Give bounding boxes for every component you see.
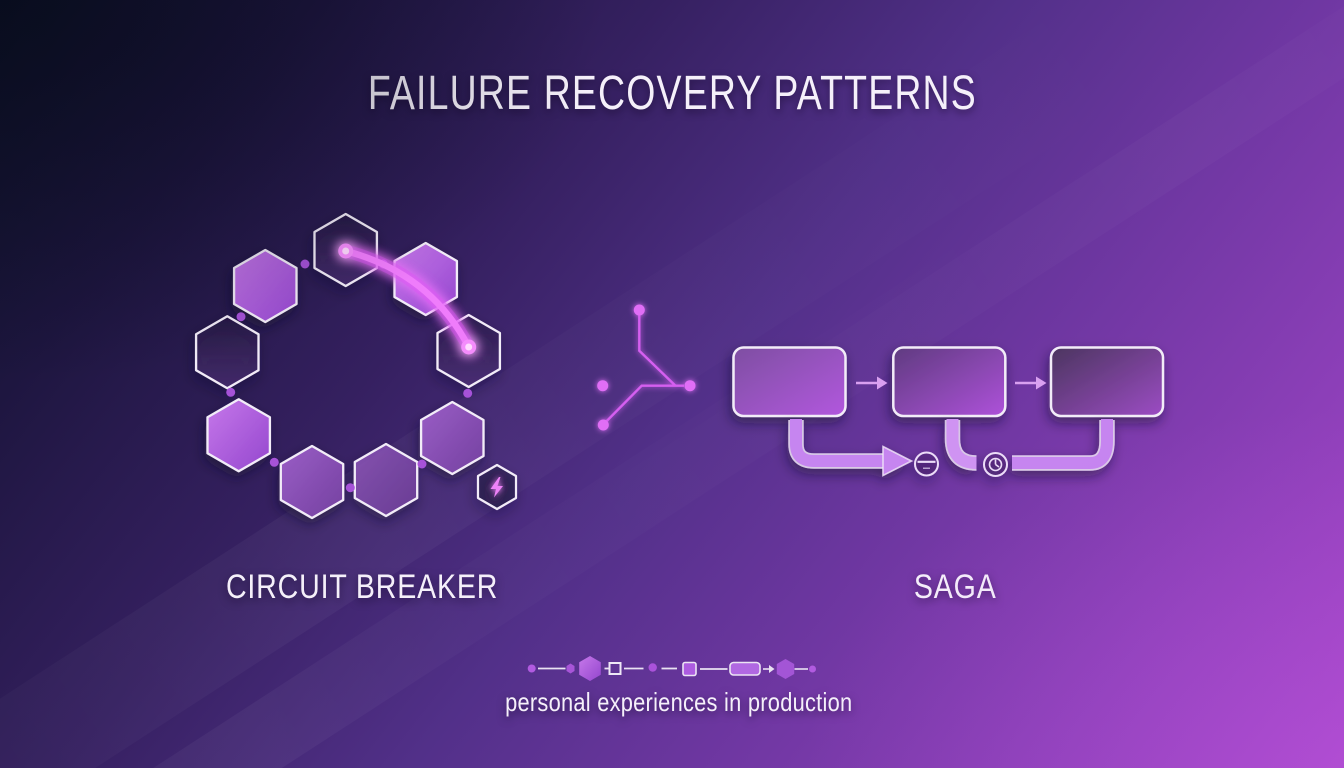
circuit-breaker-label: CIRCUIT BREAKER: [225, 568, 499, 606]
connector-dot: [345, 483, 355, 493]
legend-mini-hexagon: [566, 663, 575, 674]
step-arrows: [856, 376, 1047, 390]
connector-dot: [463, 388, 473, 398]
page-title: FAILURE RECOVERY PATTERNS: [367, 67, 977, 120]
hexagon-node: [279, 444, 345, 520]
connector-dot: [269, 457, 279, 467]
saga-step-box: [892, 346, 1007, 418]
legend-hexagon: [579, 656, 601, 681]
hexagon-node: [206, 398, 272, 473]
legend-strip: [527, 656, 816, 681]
saga-step-box: [1049, 346, 1165, 418]
hexagon-node: [353, 442, 419, 518]
connector-dot: [417, 459, 427, 469]
connector-dot: [300, 259, 310, 269]
circuit-breaker-diagram: [194, 212, 518, 520]
lightning-bolt-icon: [490, 477, 503, 498]
minus-circle-icon: [914, 451, 939, 477]
connector-dot: [226, 387, 236, 397]
legend-dot: [527, 664, 536, 673]
step-arrow: [1015, 376, 1047, 390]
hexagon-node: [393, 241, 459, 317]
legend-dot: [648, 663, 657, 672]
saga-label: SAGA: [913, 568, 997, 606]
branch-dot: [633, 304, 645, 316]
saga-diagram: [732, 346, 1165, 477]
branch-dot: [684, 380, 696, 392]
branch-dot: [597, 419, 609, 431]
hexagon-node: [232, 248, 298, 324]
compensation-curve: [944, 419, 977, 471]
clock-icon: [983, 452, 1008, 477]
compensation-arrow: [788, 419, 914, 477]
branch-dot: [597, 380, 609, 392]
connector-dot: [236, 312, 246, 322]
step-arrow: [856, 376, 888, 390]
legend-square-outline: [608, 662, 622, 675]
compensation-flow: [788, 419, 1115, 477]
legend-hexagon: [776, 659, 795, 679]
hexagon-node: [194, 315, 260, 390]
legend-rounded-rect: [729, 661, 761, 676]
caption-text: personal experiences in production: [505, 687, 853, 717]
fault-hexagon: [476, 463, 518, 511]
branch-graphic: [597, 304, 696, 431]
compensation-return: [1012, 419, 1115, 471]
legend-dot: [809, 665, 816, 673]
trip-arc: [338, 243, 477, 355]
hexagon-node: [419, 400, 485, 476]
legend-square-filled: [682, 661, 697, 677]
legend-arrowhead: [769, 665, 775, 673]
saga-step-box: [732, 346, 847, 418]
